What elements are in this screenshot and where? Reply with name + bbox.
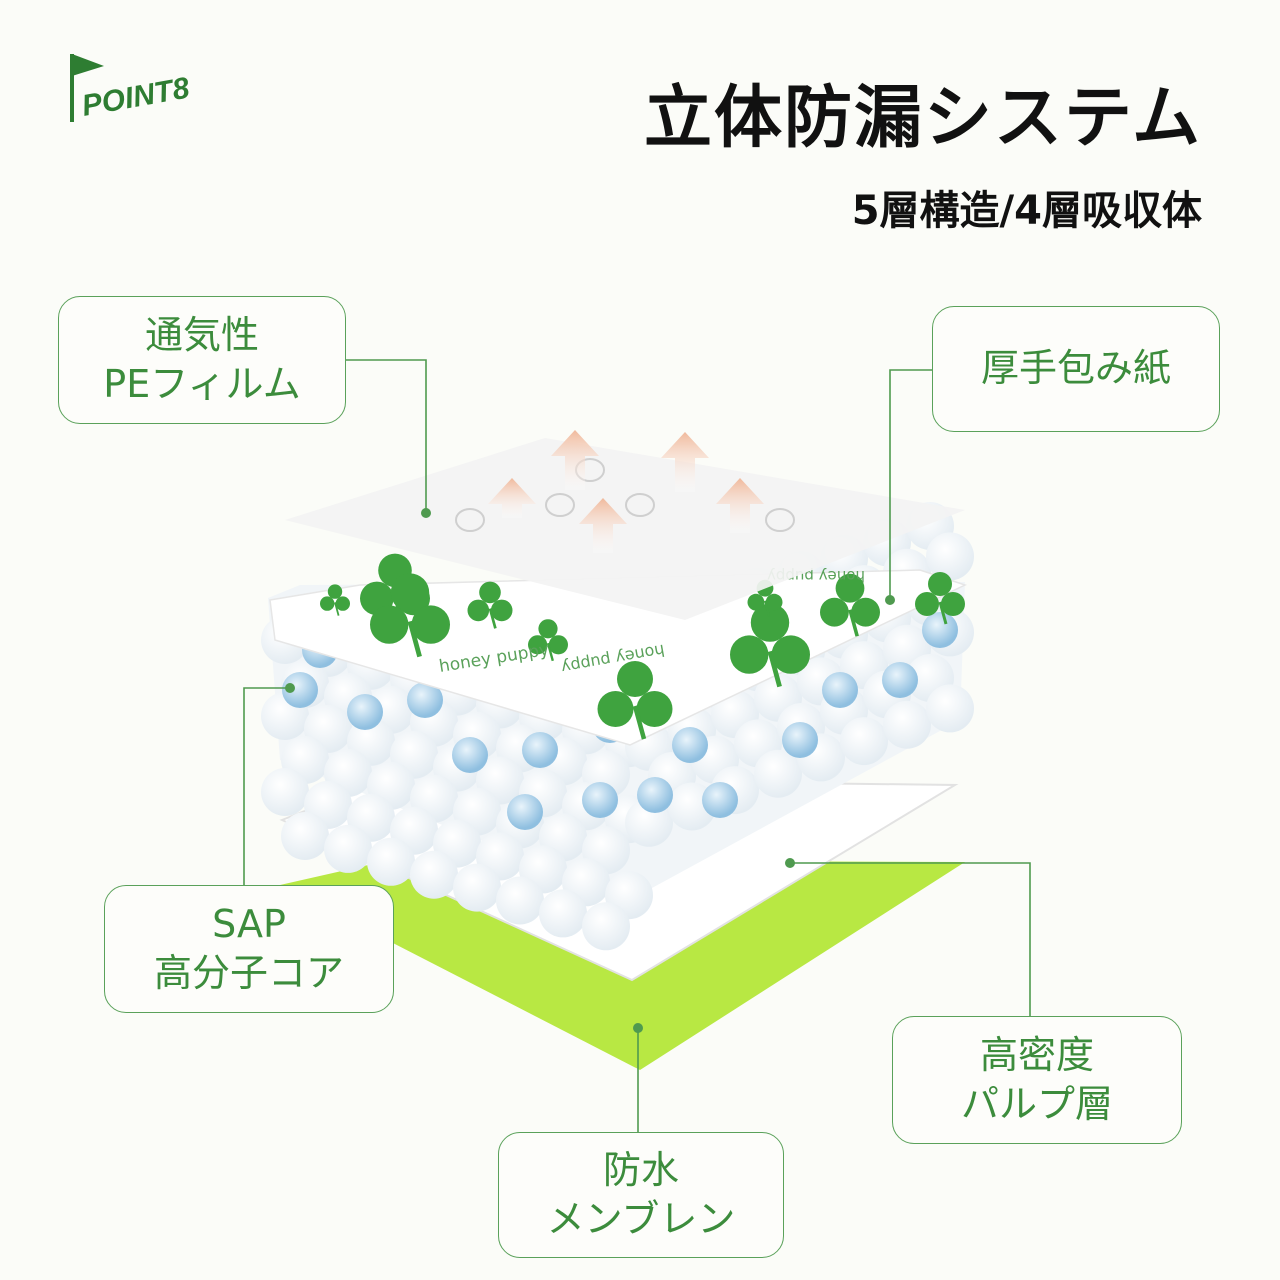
callout-pe-film-line2: PEフィルム bbox=[103, 360, 300, 409]
sap-bead bbox=[822, 672, 858, 708]
sap-bead bbox=[452, 737, 488, 773]
cotton-ball bbox=[496, 877, 544, 925]
callout-membrane-line1: 防水 bbox=[603, 1146, 679, 1195]
sap-bead bbox=[582, 782, 618, 818]
sap-bead bbox=[347, 694, 383, 730]
sap-bead bbox=[672, 727, 708, 763]
callout-wrap-paper-line1: 厚手包み紙 bbox=[981, 344, 1171, 393]
callout-pe-film: 通気性 PEフィルム bbox=[58, 296, 346, 424]
callout-pulp-layer-line2: パルプ層 bbox=[961, 1080, 1113, 1129]
sap-bead bbox=[922, 612, 958, 648]
sap-bead bbox=[507, 794, 543, 830]
callout-membrane: 防水 メンブレン bbox=[498, 1132, 784, 1258]
cotton-ball bbox=[367, 838, 415, 886]
cotton-ball bbox=[582, 902, 630, 950]
callout-pulp-layer-line1: 高密度 bbox=[980, 1031, 1094, 1080]
cotton-ball bbox=[453, 864, 501, 912]
cotton-ball bbox=[324, 825, 372, 873]
callout-membrane-line2: メンブレン bbox=[547, 1195, 736, 1244]
sap-bead bbox=[882, 662, 918, 698]
callout-pulp-layer: 高密度 パルプ層 bbox=[892, 1016, 1182, 1144]
cotton-ball bbox=[926, 532, 974, 580]
cotton-ball bbox=[883, 701, 931, 749]
cotton-ball bbox=[926, 684, 974, 732]
cotton-ball bbox=[281, 812, 329, 860]
sap-bead bbox=[782, 722, 818, 758]
callout-pe-film-line1: 通気性 bbox=[145, 311, 259, 360]
sap-bead bbox=[522, 732, 558, 768]
callout-sap-core: SAP 高分子コア bbox=[104, 885, 394, 1013]
callout-sap-core-line2: 高分子コア bbox=[154, 949, 344, 998]
callout-wrap-paper: 厚手包み紙 bbox=[932, 306, 1220, 432]
sap-bead bbox=[702, 782, 738, 818]
cotton-ball bbox=[261, 768, 309, 816]
callout-sap-core-line1: SAP bbox=[212, 900, 286, 949]
cotton-ball bbox=[539, 889, 587, 937]
cotton-ball bbox=[410, 851, 458, 899]
cotton-ball bbox=[840, 717, 888, 765]
sap-bead bbox=[637, 777, 673, 813]
